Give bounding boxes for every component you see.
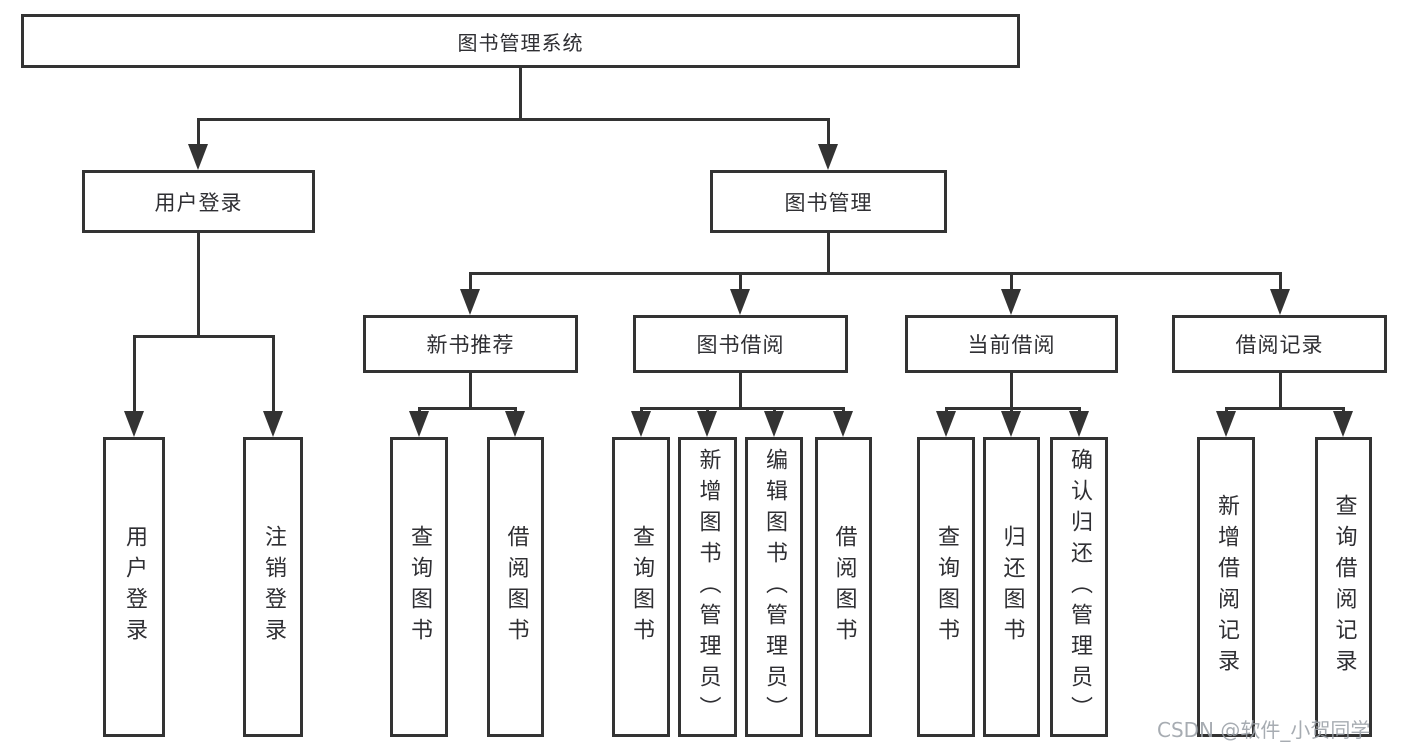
leaf-logout: 注销登录: [243, 437, 303, 737]
connector-line: [1278, 373, 1282, 407]
leaf-borrow-books-recommend: 借阅图书: [487, 437, 544, 737]
node-book-borrowing: 图书借阅: [633, 315, 848, 373]
connector-line: [1278, 272, 1282, 292]
arrow-down-icon: [505, 411, 525, 437]
node-label: 新增借阅记录: [1214, 494, 1239, 680]
arrow-down-icon: [263, 411, 283, 437]
node-label: 图书管理: [784, 190, 873, 215]
leaf-return-books: 归还图书: [983, 437, 1040, 737]
connector-line: [518, 68, 522, 118]
connector-line: [271, 335, 275, 413]
connector-line: [132, 335, 275, 338]
connector-line: [826, 118, 830, 146]
node-label: 查询图书: [934, 525, 959, 649]
connector-line: [468, 373, 472, 407]
connector-line: [1224, 407, 1345, 410]
arrow-down-icon: [1001, 289, 1021, 315]
node-label: 用户登录: [122, 525, 147, 649]
node-label: 查询借阅记录: [1331, 494, 1357, 680]
node-label: 编辑图书（管理员）: [762, 447, 787, 727]
arrow-down-icon: [1333, 411, 1353, 437]
connector-line: [944, 407, 1081, 410]
csdn-watermark: CSDN @软件_小贺同学: [1157, 718, 1371, 742]
node-borrowing-records: 借阅记录: [1172, 315, 1387, 373]
connector-line: [468, 272, 472, 292]
connector-line: [417, 407, 517, 410]
arrow-down-icon: [936, 411, 956, 437]
leaf-user-login: 用户登录: [103, 437, 165, 737]
arrow-down-icon: [730, 289, 750, 315]
node-user-login: 用户登录: [82, 170, 315, 233]
node-label: 注销登录: [261, 525, 286, 649]
node-book-management: 图书管理: [710, 170, 947, 233]
arrow-down-icon: [1069, 411, 1089, 437]
connector-line: [132, 335, 136, 413]
connector-line: [738, 373, 742, 407]
node-label: 图书借阅: [696, 333, 785, 357]
node-current-borrowing: 当前借阅: [905, 315, 1118, 373]
connector-line: [1009, 373, 1013, 407]
connector-line: [196, 118, 200, 146]
node-label: 借阅记录: [1235, 333, 1324, 357]
connector-line: [826, 233, 830, 272]
node-label: 图书管理系统: [457, 30, 584, 55]
connector-line: [1009, 272, 1013, 292]
node-library-system: 图书管理系统: [21, 14, 1020, 68]
leaf-query-borrow-record: 查询借阅记录: [1315, 437, 1372, 737]
connector-line: [196, 118, 830, 121]
node-label: 当前借阅: [967, 333, 1056, 357]
arrow-down-icon: [188, 144, 208, 170]
node-label: 查询图书: [407, 525, 432, 649]
node-label: 查询图书: [629, 525, 654, 649]
leaf-borrow-books-borrowing: 借阅图书: [815, 437, 872, 737]
node-label: 借阅图书: [503, 525, 529, 649]
arrow-down-icon: [697, 411, 717, 437]
arrow-down-icon: [631, 411, 651, 437]
arrow-down-icon: [1001, 411, 1021, 437]
leaf-query-books-current: 查询图书: [917, 437, 975, 737]
arrow-down-icon: [1270, 289, 1290, 315]
leaf-query-books-recommend: 查询图书: [390, 437, 448, 737]
arrow-down-icon: [124, 411, 144, 437]
leaf-add-book-admin: 新增图书（管理员）: [678, 437, 737, 737]
arrow-down-icon: [833, 411, 853, 437]
node-label: 用户登录: [154, 190, 243, 215]
node-label: 新书推荐: [426, 333, 515, 357]
connector-line: [196, 233, 200, 335]
node-new-book-recommend: 新书推荐: [363, 315, 578, 373]
node-label: 借阅图书: [831, 525, 857, 649]
connector-line: [639, 407, 845, 410]
arrow-down-icon: [460, 289, 480, 315]
leaf-confirm-return-admin: 确认归还（管理员）: [1050, 437, 1108, 737]
arrow-down-icon: [409, 411, 429, 437]
connector-line: [738, 272, 742, 292]
node-label: 确认归还（管理员）: [1067, 447, 1092, 727]
arrow-down-icon: [1216, 411, 1236, 437]
arrow-down-icon: [818, 144, 838, 170]
node-label: 归还图书: [999, 525, 1025, 649]
leaf-query-books-borrowing: 查询图书: [612, 437, 670, 737]
node-label: 新增图书（管理员）: [695, 447, 721, 727]
connector-line: [468, 272, 1282, 275]
leaf-add-borrow-record: 新增借阅记录: [1197, 437, 1255, 737]
arrow-down-icon: [764, 411, 784, 437]
leaf-edit-book-admin: 编辑图书（管理员）: [745, 437, 803, 737]
